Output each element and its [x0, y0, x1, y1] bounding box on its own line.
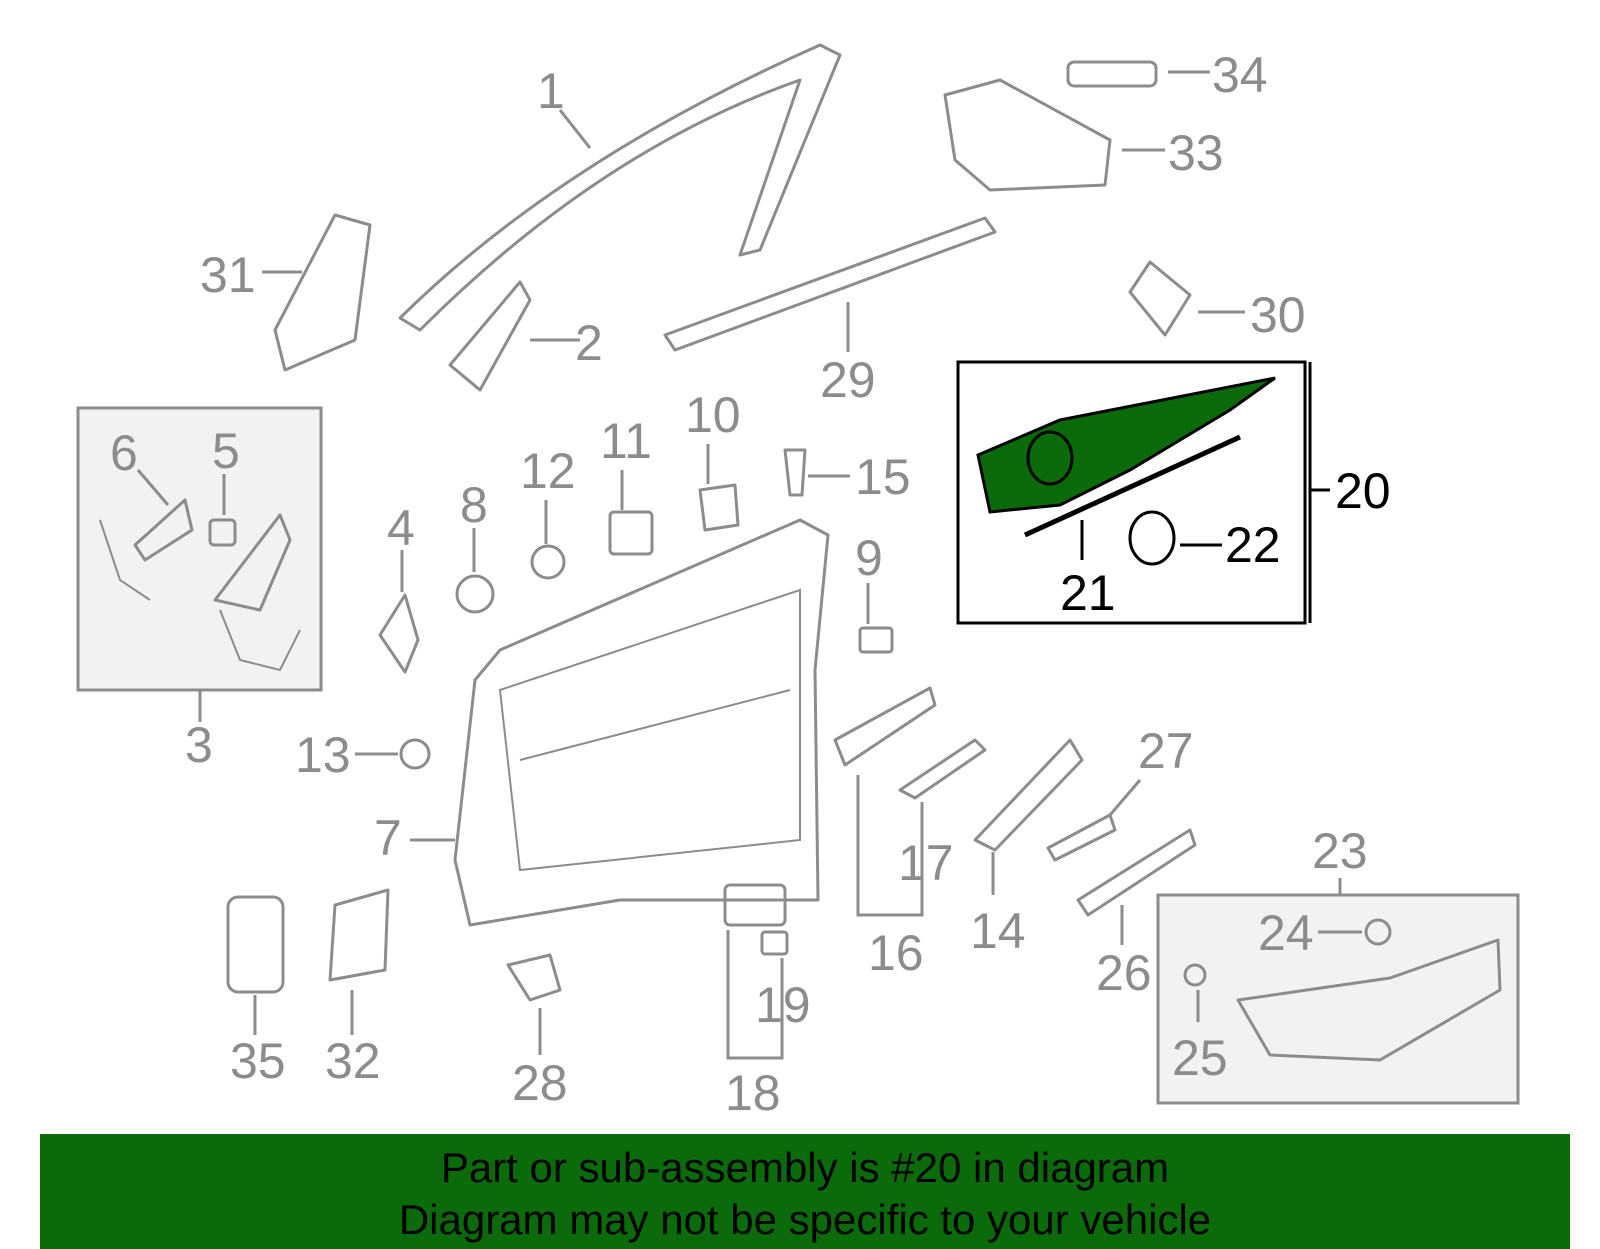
callout-29: 29: [820, 352, 876, 408]
callout-9: 9: [855, 530, 883, 586]
callout-33: 33: [1168, 125, 1224, 181]
callout-6: 6: [110, 425, 138, 481]
part-31-switch-panel: [273, 213, 372, 372]
callout-32: 32: [325, 1033, 381, 1089]
callout-10: 10: [685, 387, 741, 443]
callout-1: 1: [537, 63, 565, 119]
part-21-molding: [1023, 434, 1242, 538]
part-5-clip: [208, 518, 237, 547]
part-32-switch-block: [328, 888, 390, 982]
callout-22: 22: [1225, 517, 1281, 573]
callout-12: 12: [520, 443, 576, 499]
part-3-speaker-housing: [213, 513, 292, 612]
callout-19: 19: [755, 977, 811, 1033]
leader-27: [1108, 779, 1142, 816]
part-29-belt-molding: [663, 216, 997, 352]
leader-1: [558, 109, 592, 149]
callout-31: 31: [200, 247, 256, 303]
leader-20[interactable]: [1308, 362, 1330, 623]
part-20-speaker-ring: [1026, 430, 1074, 486]
part-12-plug: [530, 544, 566, 580]
callout-4: 4: [387, 500, 415, 556]
leader-16: [856, 775, 924, 917]
part-23-armrest: [1236, 938, 1502, 1062]
callout-28: 28: [512, 1055, 568, 1111]
banner-line-2: Diagram may not be specific to your vehi…: [398, 1196, 1212, 1243]
part-8-grommet: [455, 574, 495, 614]
banner-line-1: Part or sub-assembly is #20 in diagram: [440, 1144, 1170, 1191]
callout-11: 11: [600, 413, 652, 469]
callout-23: 23: [1312, 823, 1368, 879]
callout-18: 18: [725, 1065, 781, 1121]
callout-24: 24: [1258, 905, 1314, 961]
part-18-reflector: [723, 883, 787, 927]
callout-16: 16: [868, 925, 924, 981]
part-14-speaker-grille: [973, 738, 1084, 852]
callout-34: 34: [1212, 47, 1268, 103]
part-17-trim: [898, 738, 987, 800]
part-25-clip: [1183, 963, 1207, 987]
leader-6: [136, 469, 170, 506]
part-35-switch-bezel: [226, 895, 285, 994]
part-7-door-panel: [453, 518, 830, 927]
callout-8: 8: [460, 477, 488, 533]
callout-35: 35: [230, 1033, 286, 1089]
callout-5: 5: [212, 423, 240, 479]
part-27-switch: [1046, 813, 1117, 862]
part-13-plug: [399, 738, 431, 770]
part-16-handle-bezel: [833, 686, 937, 767]
part-7-door-panel-inner: [498, 588, 801, 872]
part-20-trim-panel: [976, 376, 1276, 514]
part-34-switch: [1066, 60, 1158, 88]
part-15-pin: [783, 448, 807, 497]
callout-25: 25: [1172, 1030, 1228, 1086]
callout-30: 30: [1250, 287, 1306, 343]
callout-21: 21: [1060, 565, 1116, 621]
part-10-pad: [698, 483, 740, 532]
part-4-bracket: [378, 593, 420, 674]
callout-3: 3: [185, 717, 213, 773]
callout-15: 15: [855, 449, 911, 505]
group-box-23: [1156, 893, 1520, 1105]
group-box-3: [76, 406, 323, 692]
part-28-pad: [506, 953, 562, 1002]
part-22-ring: [1128, 510, 1176, 566]
part-33-seat-switch: [943, 78, 1112, 192]
callout-20[interactable]: 20: [1335, 463, 1391, 519]
callout-27: 27: [1138, 723, 1194, 779]
part-26-trim-strip: [1076, 828, 1197, 917]
part-3-wiring: [99, 519, 301, 672]
part-24-screw: [1364, 918, 1392, 946]
callout-7: 7: [374, 810, 402, 866]
callout-17: 17: [898, 835, 954, 891]
part-1-window-frame: [398, 43, 842, 332]
part-9-clip: [858, 626, 894, 654]
info-banner: Part or sub-assembly is #20 in diagram D…: [40, 1134, 1570, 1249]
part-30-cover: [1128, 260, 1192, 337]
leader-18: [726, 930, 784, 1060]
callout-14: 14: [970, 903, 1026, 959]
callout-13: 13: [295, 727, 351, 783]
part-2-trim: [448, 280, 532, 392]
callout-26: 26: [1096, 945, 1152, 1001]
part-11-clip: [608, 510, 654, 556]
part-6-bracket: [133, 498, 194, 562]
part-19-bulb: [760, 930, 789, 956]
callout-2: 2: [575, 315, 603, 371]
